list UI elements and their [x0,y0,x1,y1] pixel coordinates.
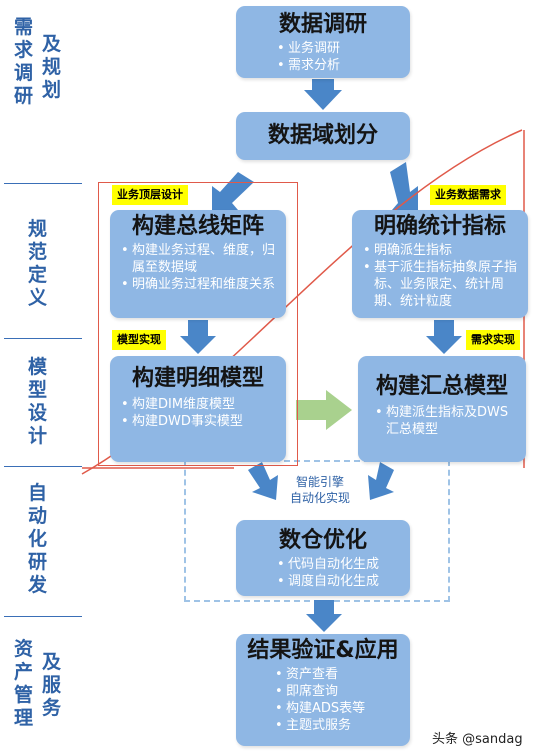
phase-char: 计 [28,425,48,447]
box-item: 构建派生指标及DWS汇总模型 [372,404,516,438]
phase-char: 资 [14,638,34,660]
flow-arrow [306,600,342,632]
phase-char: 自 [28,482,48,504]
automation-label: 智能引擎 自动化实现 [268,474,372,506]
box-item: 主题式服务 [272,717,410,734]
phase-divider [4,183,82,184]
box-summary-model: 构建汇总模型 构建派生指标及DWS汇总模型 [358,356,526,462]
box-item: 需求分析 [274,57,410,74]
phase-char: 动 [28,505,48,527]
phase-char: 规 [28,218,48,240]
phase-char: 规 [42,56,62,78]
box-warehouse-optimization: 数仓优化 代码自动化生成 调度自动化生成 [236,520,410,596]
phase-char: 需 [14,16,34,38]
phase-char: 型 [28,379,48,401]
phase-char: 范 [28,241,48,263]
phase-char: 调 [14,62,34,84]
box-detail-model: 构建明细模型 构建DIM维度模型 构建DWD事实模型 [110,356,286,462]
phase-char: 产 [14,661,34,683]
top-design-frame [98,182,298,466]
tag-top-design: 业务顶层设计 [112,185,188,205]
box-statistical-metrics: 明确统计指标 明确派生指标 基于派生指标抽象原子指标、业务限定、统计周期、统计粒… [352,210,528,318]
phase-char: 研 [14,85,34,107]
phase-char: 服 [42,674,62,696]
box-title: 构建汇总模型 [375,374,508,399]
box-result-validation: 结果验证&应用 资产查看 即席查询 构建ADS表等 主题式服务 [236,634,410,746]
box-title: 数据域划分 [267,123,378,148]
box-item: 明确派生指标 [360,242,522,259]
phase-char: 义 [28,287,48,309]
watermark: 头条 @sandag [432,732,523,747]
box-item: 构建业务过程、维度，归属至数据域 [118,242,280,276]
phase-char: 划 [42,79,62,101]
flow-arrow [180,320,216,354]
phase-char: 发 [28,574,48,596]
green-arrow [296,390,352,430]
phase-char: 化 [28,528,48,550]
phase-char: 研 [28,551,48,573]
box-item: 代码自动化生成 [274,556,410,573]
phase-char: 理 [14,707,34,729]
tag-business-requirement: 业务数据需求 [430,185,506,205]
box-item: 业务调研 [274,40,410,57]
box-data-domain: 数据域划分 [236,112,410,160]
box-item: 基于派生指标抽象原子指标、业务限定、统计周期、统计粒度 [360,259,522,310]
automation-label-line: 智能引擎 [295,475,344,489]
flow-arrow [248,462,278,500]
phase-char: 求 [14,39,34,61]
box-title: 数据调研 [278,12,367,37]
box-title: 数仓优化 [278,528,367,553]
flow-arrow [368,462,394,500]
phase-char: 及 [42,651,62,673]
phase-char: 设 [28,402,48,424]
tag-requirement-implementation: 需求实现 [466,330,520,350]
box-item: 资产查看 [272,666,410,683]
flow-arrow [304,79,342,110]
box-bus-matrix: 构建总线矩阵 构建业务过程、维度，归属至数据域 明确业务过程和维度关系 [110,210,286,318]
phase-divider [4,466,82,467]
phase-char: 模 [28,356,48,378]
box-item: 即席查询 [272,683,410,700]
phase-divider [4,616,82,617]
phase-divider [4,338,82,339]
box-title: 明确统计指标 [373,214,506,239]
tag-model-implementation: 模型实现 [112,330,166,350]
box-item: 调度自动化生成 [274,573,410,590]
flow-arrow [390,162,418,212]
automation-label-line: 自动化实现 [289,491,350,505]
box-item: 构建DWD事实模型 [118,413,280,430]
flow-arrow [426,320,462,354]
phase-char: 及 [42,33,62,55]
phase-char: 务 [42,697,62,719]
box-item: 构建ADS表等 [272,700,410,717]
phase-char: 管 [14,684,34,706]
box-title: 结果验证&应用 [247,638,399,663]
box-title: 构建总线矩阵 [131,214,264,239]
box-data-research: 数据调研 业务调研 需求分析 [236,6,410,78]
box-item: 构建DIM维度模型 [118,396,280,413]
box-item: 明确业务过程和维度关系 [118,276,280,293]
box-title: 构建明细模型 [131,366,264,391]
phase-char: 定 [28,264,48,286]
